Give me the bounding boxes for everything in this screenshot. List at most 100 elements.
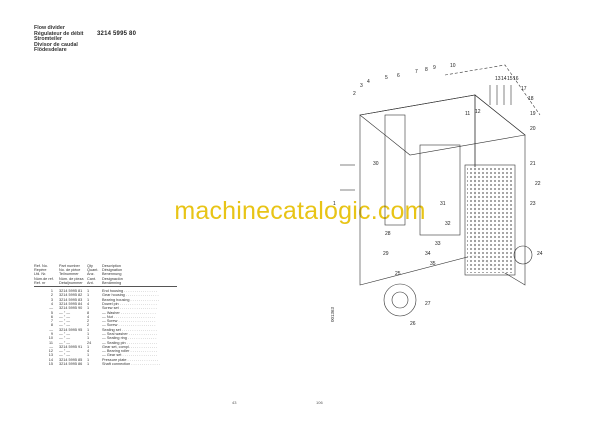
header-line: Anz. bbox=[87, 272, 95, 277]
qty-cell: 1 bbox=[87, 331, 90, 336]
description-cell: End housing . . . . . . . . . . . . . . … bbox=[102, 289, 157, 294]
callout-number: 5 bbox=[385, 75, 388, 81]
part-number-cell: — " — bbox=[59, 331, 71, 336]
callout-number: 22 bbox=[535, 181, 541, 187]
ref-cell: — bbox=[49, 306, 53, 311]
part-number-cell: 3214 5995 81 bbox=[59, 289, 83, 294]
ref-cell: 5 bbox=[50, 310, 53, 315]
header-line: Description bbox=[102, 264, 121, 268]
callout-number: 10 bbox=[450, 63, 456, 69]
callout-number: 31 bbox=[440, 201, 446, 207]
qty-cell: 2 bbox=[87, 323, 90, 328]
ref-cell: 14 bbox=[48, 357, 53, 362]
description-cell: — Screw . . . . . . . . . . . . . . . . … bbox=[102, 319, 156, 324]
table-row: 7— " —2— Screw . . . . . . . . . . . . .… bbox=[34, 319, 177, 323]
part-number-cell: — " — bbox=[59, 323, 71, 328]
title-sv: Flödesdelare bbox=[34, 47, 67, 54]
description-cell: Gear set, compl. . . . . . . . . . . . .… bbox=[102, 344, 158, 349]
callout-number: 7 bbox=[415, 69, 418, 75]
watermark: machinecatalogic.com bbox=[174, 197, 426, 225]
ref-cell: 4 bbox=[50, 301, 53, 306]
header-part-number: 3214 5995 80 bbox=[97, 31, 137, 37]
table-row: 9— " —1— Seal washer . . . . . . . . . .… bbox=[34, 332, 177, 336]
description-cell: — Nut . . . . . . . . . . . . . . . . . … bbox=[102, 314, 155, 319]
part-number-cell: — " — bbox=[59, 353, 71, 358]
part-number-cell: 3214 5995 82 bbox=[59, 293, 83, 298]
part-number-cell: 3214 5995 86 bbox=[59, 362, 83, 367]
callout-number: 23 bbox=[530, 201, 536, 207]
callout-number: 8 bbox=[425, 67, 428, 73]
callout-number: 24 bbox=[537, 251, 543, 257]
callout-number: 34 bbox=[425, 251, 431, 257]
description-cell: — Sealing ring . . . . . . . . . . . . .… bbox=[102, 336, 157, 341]
parts-table: Ref. No. Repère Lfd. Nr. Núm.de ref. Ref… bbox=[34, 264, 177, 366]
description-cell: Bearing housing . . . . . . . . . . . . … bbox=[102, 297, 159, 302]
header-line: Designación bbox=[102, 276, 123, 281]
callout-number: 33 bbox=[435, 241, 441, 247]
header-line: Cant. bbox=[87, 276, 97, 281]
header-line: Lfd. Nr. bbox=[34, 272, 47, 277]
header-line: Repère bbox=[34, 268, 47, 273]
leader-frame bbox=[444, 64, 541, 116]
part-number-cell: 3214 5995 95 bbox=[59, 327, 83, 332]
callout-number: 11 bbox=[465, 111, 470, 117]
header-line: Benennung bbox=[102, 272, 122, 277]
callout-number: 19 bbox=[530, 111, 536, 117]
page-number-left: 43 bbox=[232, 400, 237, 405]
callout-number: 1 bbox=[333, 201, 336, 207]
qty-cell: 1 bbox=[87, 289, 90, 294]
part-number-cell: 3214 5995 91 bbox=[59, 344, 83, 349]
header-line: Benämning bbox=[102, 280, 122, 285]
part-number-cell: 3214 5995 90 bbox=[59, 306, 83, 311]
callout-number: 32 bbox=[445, 221, 451, 227]
qty-cell: 1 bbox=[87, 344, 90, 349]
qty-cell: 1 bbox=[87, 293, 90, 298]
col-desc: Description Désignation Benennung Design… bbox=[102, 264, 177, 285]
table-row: 8— " —2— Screw . . . . . . . . . . . . .… bbox=[34, 323, 177, 327]
ref-cell: 1 bbox=[50, 289, 53, 294]
table-row: 12— " —4— Bearing roller . . . . . . . .… bbox=[34, 349, 177, 353]
callout-number: 12 bbox=[475, 109, 481, 115]
part-number-cell: — " — bbox=[59, 340, 71, 345]
callout-number: 26 bbox=[410, 321, 416, 327]
part-number-cell: 3214 5995 83 bbox=[59, 297, 83, 302]
qty-cell: 4 bbox=[87, 314, 90, 319]
description-cell: — Bearing roller . . . . . . . . . . . .… bbox=[102, 349, 157, 354]
title-es: Divisor de caudal bbox=[34, 41, 78, 48]
header-line: Ref. No. bbox=[34, 264, 48, 268]
callout-number: 4 bbox=[367, 79, 370, 85]
qty-cell: 1 bbox=[87, 357, 90, 362]
callout-number: 2 bbox=[353, 91, 356, 97]
qty-cell: 4 bbox=[87, 301, 90, 306]
qty-cell: 24 bbox=[87, 340, 92, 345]
ref-cell: 15 bbox=[48, 362, 53, 367]
callout-number: 35 bbox=[430, 261, 436, 267]
title-fr: Régulateur de débit bbox=[34, 30, 84, 37]
part-number-cell: — " — bbox=[59, 319, 71, 324]
table-row: 11— " —24— Sealing pin . . . . . . . . .… bbox=[34, 341, 177, 345]
gear-housing bbox=[419, 144, 461, 236]
header-line: Désignation bbox=[102, 268, 123, 273]
page-number-right: 106 bbox=[316, 400, 323, 405]
header-line: No. de pièce bbox=[59, 268, 81, 273]
table-row: 1 3214 5995 81 1 End housing . . . . . . . … bbox=[34, 289, 177, 293]
qty-cell: 1 bbox=[87, 306, 90, 311]
part-number-cell: — " — bbox=[59, 310, 71, 315]
ref-cell: — bbox=[49, 344, 53, 349]
description-cell: Shaft connection . . . . . . . . . . . .… bbox=[102, 362, 160, 367]
header-line: Detaljnummer bbox=[59, 280, 83, 285]
callout-number: 17 bbox=[521, 86, 527, 92]
description-cell: — Seal washer . . . . . . . . . . . . . … bbox=[102, 331, 158, 336]
callout-number: 20 bbox=[530, 126, 536, 132]
callout-number: 14 bbox=[501, 76, 507, 82]
description-cell: — Screw . . . . . . . . . . . . . . . . … bbox=[102, 323, 156, 328]
ref-cell: 7 bbox=[50, 319, 53, 324]
header-line: Núm. de pieza bbox=[59, 276, 84, 281]
header-line: Ref. nr bbox=[34, 280, 46, 285]
